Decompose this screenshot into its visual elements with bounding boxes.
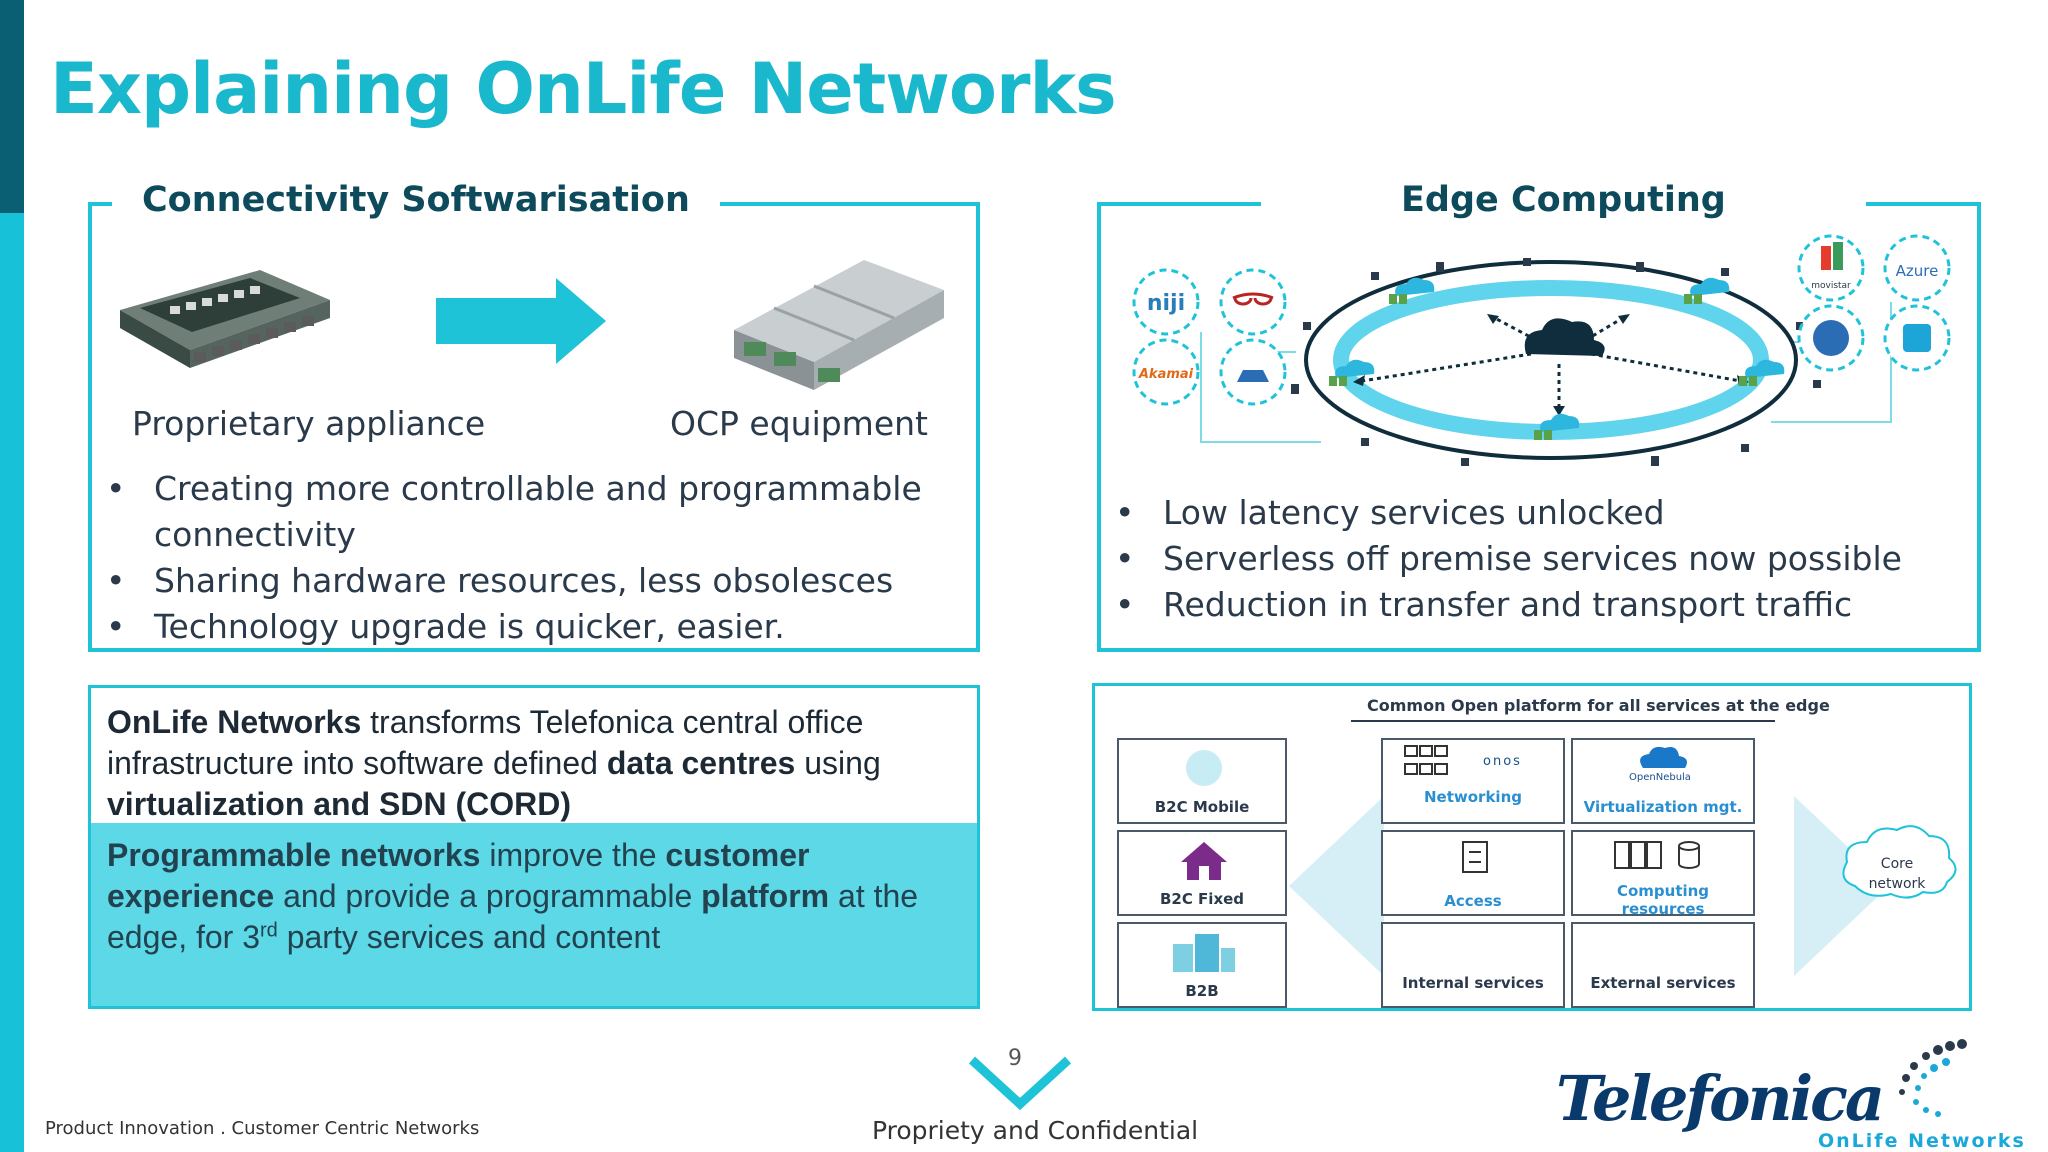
niji-logo: niji <box>1147 291 1185 316</box>
service-computing-resources: Computing resources <box>1571 830 1755 918</box>
access-switch-icon <box>1462 841 1488 873</box>
glasses-icon <box>1232 292 1274 306</box>
service-virtualization-mgt: OpenNebula Virtualization mgt. <box>1571 738 1755 824</box>
footer-confidential: Propriety and Confidential <box>872 1116 1199 1145</box>
service-access: Access <box>1381 830 1565 916</box>
page-number: 9 <box>1008 1046 1022 1071</box>
edge-bullet-list: Low latency services unlocked Serverless… <box>1115 490 1955 628</box>
edge-bullet: Low latency services unlocked <box>1115 490 1955 536</box>
ocp-equipment-caption: OCP equipment <box>670 404 928 443</box>
arrow-right-icon <box>436 278 606 364</box>
onlife-networks-logo-icon <box>1899 1039 1967 1117</box>
server-storage-icon <box>1614 841 1700 869</box>
connectivity-bullet: Creating more controllable and programma… <box>106 466 946 558</box>
edge-computing-panel: Edge Computing <box>1097 180 1981 652</box>
cloud-app-icon <box>1903 324 1931 352</box>
platform-chevrons <box>1289 796 1889 976</box>
telefonica-logo: Telefonica <box>1556 1062 1885 1135</box>
footer-department: Product Innovation . Customer Centric Ne… <box>45 1118 480 1139</box>
ocp-equipment-image <box>734 260 944 390</box>
connectivity-heading: Connectivity Softwarisation <box>112 180 720 220</box>
chevron-down-icon <box>968 1056 1072 1111</box>
connectivity-bullet-list: Creating more controllable and programma… <box>106 466 946 650</box>
office-building-icon <box>1173 934 1235 972</box>
proprietary-appliance-caption: Proprietary appliance <box>132 404 486 443</box>
statement-highlight: Programmable networks improve the custom… <box>91 823 977 1006</box>
connectivity-bullet: Sharing hardware resources, less obsoles… <box>106 558 946 604</box>
edge-bullet: Serverless off premise services now poss… <box>1115 536 1955 582</box>
edge-computing-heading: Edge Computing <box>1261 180 1866 220</box>
edge-bullet: Reduction in transfer and transport traf… <box>1115 582 1955 628</box>
home-icon <box>1181 842 1227 880</box>
left-accent-bar-dark <box>0 0 24 213</box>
azure-logo: Azure <box>1896 262 1939 280</box>
movistar-logo: movistar <box>1811 281 1851 291</box>
globe-icon <box>1813 320 1849 356</box>
connectivity-panel: Connectivity Softwarisation Proprietary … <box>88 180 980 652</box>
edge-network-diagram: niji Akamai movistar Azure <box>1132 234 1951 466</box>
core-network-cloud <box>1842 825 1957 899</box>
mobile-cloud-icon <box>1186 750 1222 786</box>
client-b2c-mobile: B2C Mobile <box>1117 738 1287 824</box>
network-topology-icon <box>1404 745 1448 775</box>
statement-programmable: Programmable networks improve the custom… <box>107 837 919 955</box>
proprietary-appliance-image <box>120 270 330 368</box>
statement-cord: OnLife Networks transforms Telefonica ce… <box>107 704 881 822</box>
core-network-label: Core network <box>1868 856 1926 892</box>
service-networking: onos Networking <box>1381 738 1565 824</box>
onlife-statement-panel: OnLife Networks transforms Telefonica ce… <box>88 685 980 1009</box>
client-b2b: B2B <box>1117 922 1287 1008</box>
left-accent-bar-light <box>0 213 24 1152</box>
platform-heading-underline <box>1351 720 1775 722</box>
onos-logo: onos <box>1483 754 1522 769</box>
onlife-networks-logo-text: OnLife Networks <box>1818 1130 2026 1152</box>
slide-title: Explaining OnLife Networks <box>50 48 1117 130</box>
service-external: External services <box>1571 922 1755 1008</box>
service-internal: Internal services <box>1381 922 1565 1008</box>
platform-heading: Common Open platform for all services at… <box>1367 696 1830 715</box>
connected-car-icon <box>1237 370 1269 382</box>
client-b2c-fixed: B2C Fixed <box>1117 830 1287 916</box>
akamai-logo: Akamai <box>1138 367 1194 382</box>
platform-diagram-panel: Common Open platform for all services at… <box>1092 683 1972 1011</box>
opennebula-cloud-icon <box>1640 746 1687 768</box>
connectivity-bullet: Technology upgrade is quicker, easier. <box>106 604 946 650</box>
opennebula-logo: OpenNebula <box>1629 772 1691 783</box>
